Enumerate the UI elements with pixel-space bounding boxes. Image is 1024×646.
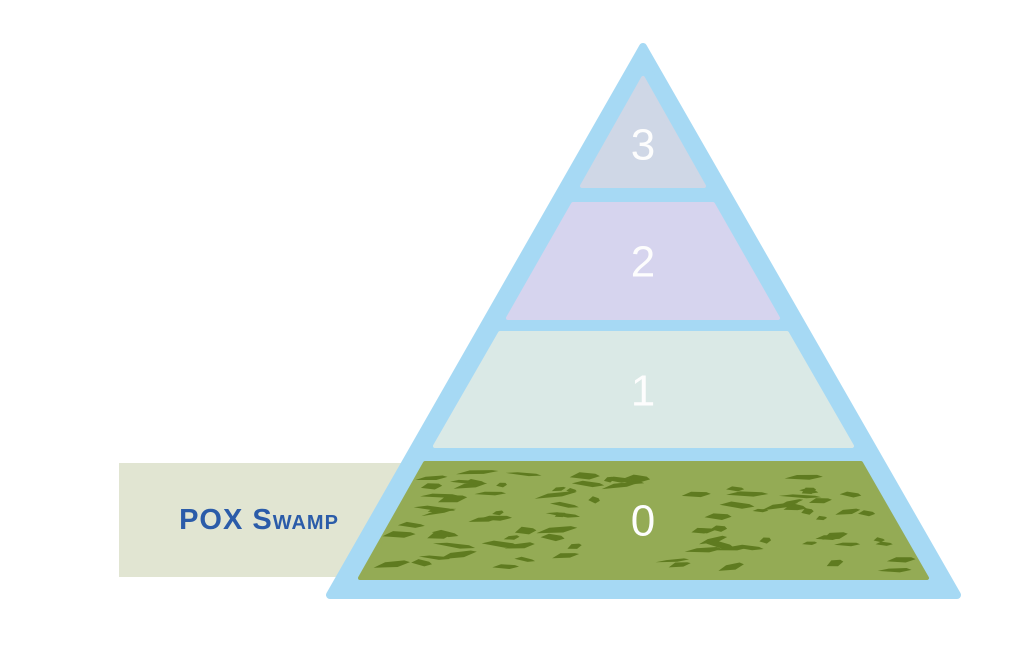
swamp-speckle [478,515,512,521]
pyramid-level-2 [506,202,780,320]
swamp-speckle [718,562,744,571]
swamp-speckle [761,502,799,511]
level-2-number: 2 [631,238,655,287]
swamp-speckle [474,491,507,496]
swamp-speckle [816,515,828,521]
swamp-speckle [552,553,580,559]
pyramid-outline [326,43,961,599]
swamp-speckle [431,529,459,538]
swamp-speckle [505,472,542,477]
swamp-speckles [373,470,916,573]
swamp-speckle [835,508,861,515]
level-3-number: 3 [631,121,655,170]
swamp-speckle [463,479,485,486]
swamp-speckle [551,486,566,492]
level-0-number: 0 [631,497,655,546]
swamp-speckle [684,547,723,553]
swamp-speckle [540,533,565,542]
swamp-speckle [588,496,600,504]
swamp-speckle [373,560,410,568]
swamp-speckle [514,526,537,535]
swamp-speckle [799,488,819,494]
swamp-speckle [492,510,504,516]
swamp-speckle [545,512,581,518]
swamp-speckle [413,505,456,512]
pyramid-level-3 [580,76,706,188]
pyramid-level-1 [433,331,854,448]
swamp-speckle [566,488,577,493]
swamp-speckle [873,537,885,543]
swamp-speckle [783,505,803,511]
swamp-speckle [759,537,772,544]
swamp-speckle [808,498,832,504]
swamp-speckle [815,535,842,540]
swamp-speckle [538,527,558,533]
swamp-speckle [438,550,477,560]
swamp-speckle [839,491,862,498]
swamp-speckle [719,501,755,509]
swamp-speckle [877,568,912,573]
swamp-speckle [550,501,579,508]
swamp-speckle [681,491,711,498]
swamp-speckle [382,531,416,538]
swamp-speckle [726,491,769,497]
swamp-speckle [481,540,519,548]
swamp-speckle [655,558,690,563]
swamp-speckle [496,482,507,488]
swamp-speckle [801,508,814,515]
swamp-speckle [420,483,443,490]
swamp-speckle [514,556,536,562]
swamp-speckle [601,481,640,490]
swamp-speckle [826,559,844,567]
swamp-speckle [415,475,448,480]
swamp-speckle [784,474,823,480]
swamp-speckle [433,542,476,549]
swamp-speckle [731,544,764,551]
swamp-speckle [397,521,425,528]
swamp-speckle [802,541,818,545]
swamp-speckle [625,474,651,482]
swamp-speckle [668,562,691,568]
swamp-speckle [699,535,728,545]
swamp-speckle [571,480,605,488]
swamp-speckle [603,476,614,483]
swamp-speckle [779,499,804,506]
swamp-speckle [875,541,893,546]
swamp-speckle [858,510,876,517]
swamp-speckle [569,472,600,480]
swamp-speckle [834,542,861,547]
pyramid-level-0 [358,461,929,580]
swamp-speckle [692,528,715,534]
swamp-speckle [710,525,728,532]
swamp-speckle [886,557,916,563]
swamp-speckle [503,535,520,540]
swamp-callout-label: POX Swamp [179,503,339,536]
swamp-speckle [704,513,732,520]
level-1-number: 1 [631,367,655,416]
swamp-speckle [456,470,499,475]
swamp-speckle [726,486,745,492]
swamp-speckle [778,494,822,499]
swamp-speckle [567,543,582,549]
swamp-speckle [420,493,459,498]
swamp-speckle [504,542,535,549]
swamp-speckle [492,564,519,569]
swamp-speckle [411,559,432,567]
swamp-speckle [534,491,577,499]
